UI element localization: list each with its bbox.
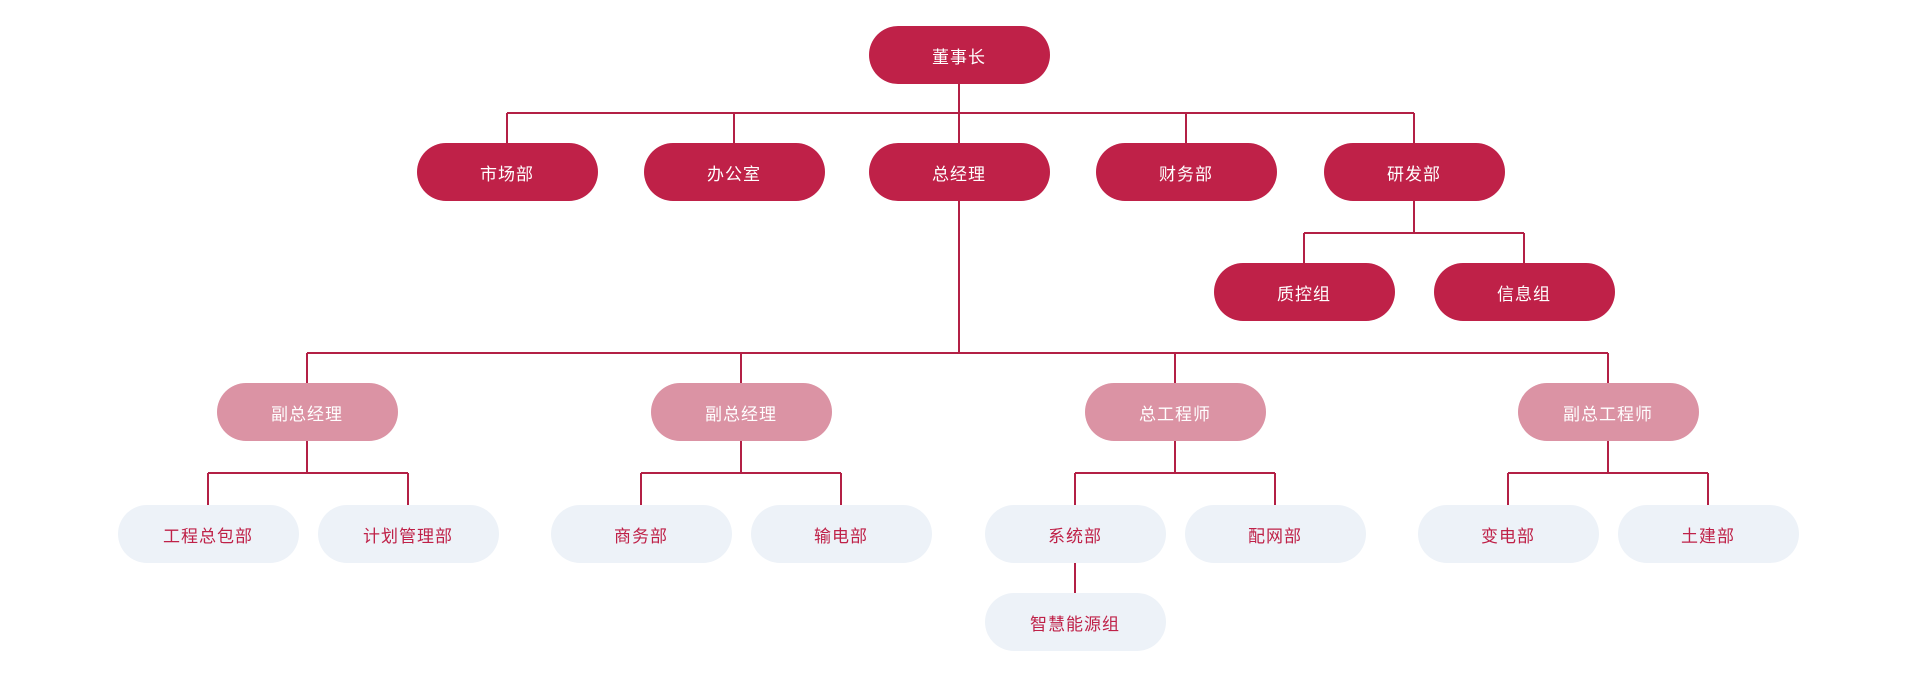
connector-line [840,473,842,505]
connector-line [1507,473,1509,505]
org-node-substation-dept[interactable]: 变电部 [1417,505,1599,563]
connector-line [1074,563,1076,578]
org-node-label: 工程总包部 [163,526,253,546]
org-node-chairman[interactable]: 董事长 [868,26,1050,84]
connector-line [307,352,1608,354]
connector-line [208,472,408,474]
org-node-general-manager[interactable]: 总经理 [868,143,1050,201]
org-node-system-dept[interactable]: 系统部 [984,505,1166,563]
org-node-label: 土建部 [1681,526,1735,546]
org-node-label: 财务部 [1159,164,1213,184]
connector-line [958,113,960,143]
org-node-rd-dept[interactable]: 研发部 [1323,143,1505,201]
org-node-label: 市场部 [480,164,534,184]
org-node-label: 商务部 [614,526,668,546]
connector-line [1174,441,1176,473]
org-node-label: 变电部 [1481,526,1535,546]
connector-line [740,353,742,383]
connector-line [1413,201,1415,233]
org-node-distribution-dept[interactable]: 配网部 [1184,505,1366,563]
org-node-marketing-dept[interactable]: 市场部 [416,143,598,201]
connector-line [207,473,209,505]
connector-line [1304,232,1524,234]
connector-line [306,353,308,383]
org-node-label: 办公室 [707,164,761,184]
org-node-label: 计划管理部 [363,526,453,546]
org-node-label: 董事长 [932,47,986,67]
connector-line [1074,578,1076,593]
connector-line [1508,472,1708,474]
org-node-label: 配网部 [1248,526,1302,546]
connector-line [640,473,642,505]
connector-line [1174,353,1176,383]
org-node-commerce-dept[interactable]: 商务部 [550,505,732,563]
connector-line [1707,473,1709,505]
org-node-deputy-chief-eng[interactable]: 副总工程师 [1517,383,1699,441]
connector-line [1274,473,1276,505]
connector-line [1303,233,1305,263]
org-node-info-group[interactable]: 信息组 [1433,263,1615,321]
connector-line [733,113,735,143]
org-node-label: 系统部 [1048,526,1102,546]
org-node-label: 副总工程师 [1563,404,1653,424]
connector-line [958,201,960,353]
connector-line [1075,472,1275,474]
connector-line [306,441,308,473]
org-node-label: 信息组 [1497,284,1551,304]
org-node-office[interactable]: 办公室 [643,143,825,201]
connector-line [1074,473,1076,505]
org-node-chief-engineer[interactable]: 总工程师 [1084,383,1266,441]
connector-line [641,472,841,474]
org-node-planning-dept[interactable]: 计划管理部 [317,505,499,563]
org-node-deputy-gm-1[interactable]: 副总经理 [216,383,398,441]
org-node-finance-dept[interactable]: 财务部 [1095,143,1277,201]
connector-line [1607,353,1609,383]
org-node-epc-dept[interactable]: 工程总包部 [117,505,299,563]
org-node-civil-dept[interactable]: 土建部 [1617,505,1799,563]
connector-line [1185,113,1187,143]
org-node-smart-energy-group[interactable]: 智慧能源组 [984,593,1166,651]
connector-line [1607,441,1609,473]
org-node-label: 副总经理 [271,404,343,424]
connector-line [958,84,960,113]
org-node-deputy-gm-2[interactable]: 副总经理 [650,383,832,441]
org-node-transmission-dept[interactable]: 输电部 [750,505,932,563]
connector-line [740,441,742,473]
org-node-label: 输电部 [814,526,868,546]
org-node-label: 智慧能源组 [1030,614,1120,634]
connector-line [407,473,409,505]
org-node-label: 副总经理 [705,404,777,424]
connector-line [507,112,1414,114]
connector-line [1523,233,1525,263]
connector-line [1413,113,1415,143]
org-node-label: 研发部 [1387,164,1441,184]
org-node-qc-group[interactable]: 质控组 [1213,263,1395,321]
org-node-label: 总工程师 [1139,404,1211,424]
connector-line [506,113,508,143]
org-node-label: 质控组 [1277,284,1331,304]
org-node-label: 总经理 [932,164,986,184]
